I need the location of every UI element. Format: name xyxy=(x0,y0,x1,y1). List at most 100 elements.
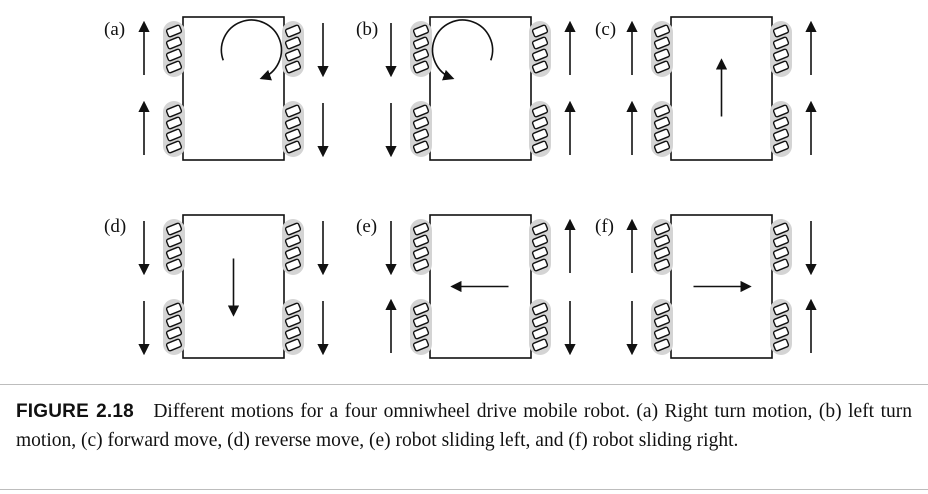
roller xyxy=(412,338,430,352)
roller xyxy=(653,60,671,74)
wheel-right-front xyxy=(770,219,792,275)
roller xyxy=(531,302,549,316)
roller xyxy=(284,258,302,272)
robot-body xyxy=(429,16,532,161)
roller xyxy=(284,246,302,260)
roller xyxy=(165,234,183,248)
caption-label: FIGURE 2.18 xyxy=(16,401,134,422)
roller xyxy=(531,140,549,154)
wheel-left-front xyxy=(651,219,673,275)
roller xyxy=(412,140,430,154)
roller xyxy=(412,222,430,236)
omniwheel-motion-diagram xyxy=(138,16,817,359)
roller xyxy=(165,140,183,154)
roller xyxy=(531,222,549,236)
roller xyxy=(653,314,671,328)
panel-d xyxy=(138,214,329,359)
roller xyxy=(165,258,183,272)
roller xyxy=(772,246,790,260)
roller xyxy=(412,246,430,260)
wheel-right-rear xyxy=(529,299,551,355)
roller xyxy=(653,48,671,62)
roller xyxy=(531,128,549,142)
roller xyxy=(772,314,790,328)
wheel-left-front xyxy=(410,219,432,275)
roller xyxy=(165,128,183,142)
roller xyxy=(165,24,183,38)
roller xyxy=(653,36,671,50)
panel-label-d: (d) xyxy=(104,216,127,237)
wheel-left-rear xyxy=(410,101,432,157)
caption-top-rule xyxy=(0,384,928,385)
wheel-left-front xyxy=(163,21,185,77)
roller xyxy=(165,48,183,62)
roller xyxy=(284,326,302,340)
roller xyxy=(412,128,430,142)
roller xyxy=(165,246,183,260)
panel-label-b: (b) xyxy=(356,19,379,40)
roller xyxy=(284,104,302,118)
roller xyxy=(284,314,302,328)
roller xyxy=(653,246,671,260)
roller xyxy=(653,104,671,118)
roller xyxy=(284,128,302,142)
roller xyxy=(165,116,183,130)
wheel-right-front xyxy=(770,21,792,77)
panel-a xyxy=(138,16,329,161)
wheel-right-rear xyxy=(770,101,792,157)
roller xyxy=(284,302,302,316)
figure-caption: FIGURE 2.18 Different motions for a four… xyxy=(16,397,912,455)
panel-label-f: (f) xyxy=(595,216,614,237)
roller xyxy=(653,24,671,38)
roller xyxy=(531,234,549,248)
roller xyxy=(531,246,549,260)
roller xyxy=(412,234,430,248)
roller xyxy=(653,338,671,352)
roller xyxy=(772,116,790,130)
roller xyxy=(531,24,549,38)
roller xyxy=(531,258,549,272)
roller xyxy=(412,36,430,50)
roller xyxy=(772,222,790,236)
panel-e xyxy=(385,214,576,359)
roller xyxy=(772,234,790,248)
roller xyxy=(165,36,183,50)
roller xyxy=(772,128,790,142)
panel-label-a: (a) xyxy=(104,19,126,40)
wheel-right-rear xyxy=(770,299,792,355)
roller xyxy=(284,24,302,38)
roller xyxy=(772,258,790,272)
panel-label-c: (c) xyxy=(595,19,617,40)
wheel-left-rear xyxy=(163,299,185,355)
roller xyxy=(772,104,790,118)
roller xyxy=(772,302,790,316)
roller xyxy=(772,326,790,340)
wheel-right-rear xyxy=(282,101,304,157)
wheel-left-front xyxy=(410,21,432,77)
roller xyxy=(531,36,549,50)
roller xyxy=(412,24,430,38)
robot-body xyxy=(182,16,285,161)
roller xyxy=(531,116,549,130)
roller xyxy=(165,302,183,316)
rotation-arrow xyxy=(431,19,494,81)
wheel-left-front xyxy=(163,219,185,275)
wheel-right-front xyxy=(529,219,551,275)
roller xyxy=(653,116,671,130)
roller xyxy=(531,326,549,340)
roller xyxy=(284,140,302,154)
roller xyxy=(531,104,549,118)
roller xyxy=(531,60,549,74)
roller xyxy=(772,36,790,50)
roller xyxy=(772,48,790,62)
roller xyxy=(165,326,183,340)
roller xyxy=(531,48,549,62)
roller xyxy=(653,302,671,316)
roller xyxy=(165,338,183,352)
roller xyxy=(772,60,790,74)
caption-text: Different motions for a four omniwheel d… xyxy=(16,401,912,451)
wheel-left-rear xyxy=(163,101,185,157)
roller xyxy=(284,116,302,130)
roller xyxy=(653,258,671,272)
